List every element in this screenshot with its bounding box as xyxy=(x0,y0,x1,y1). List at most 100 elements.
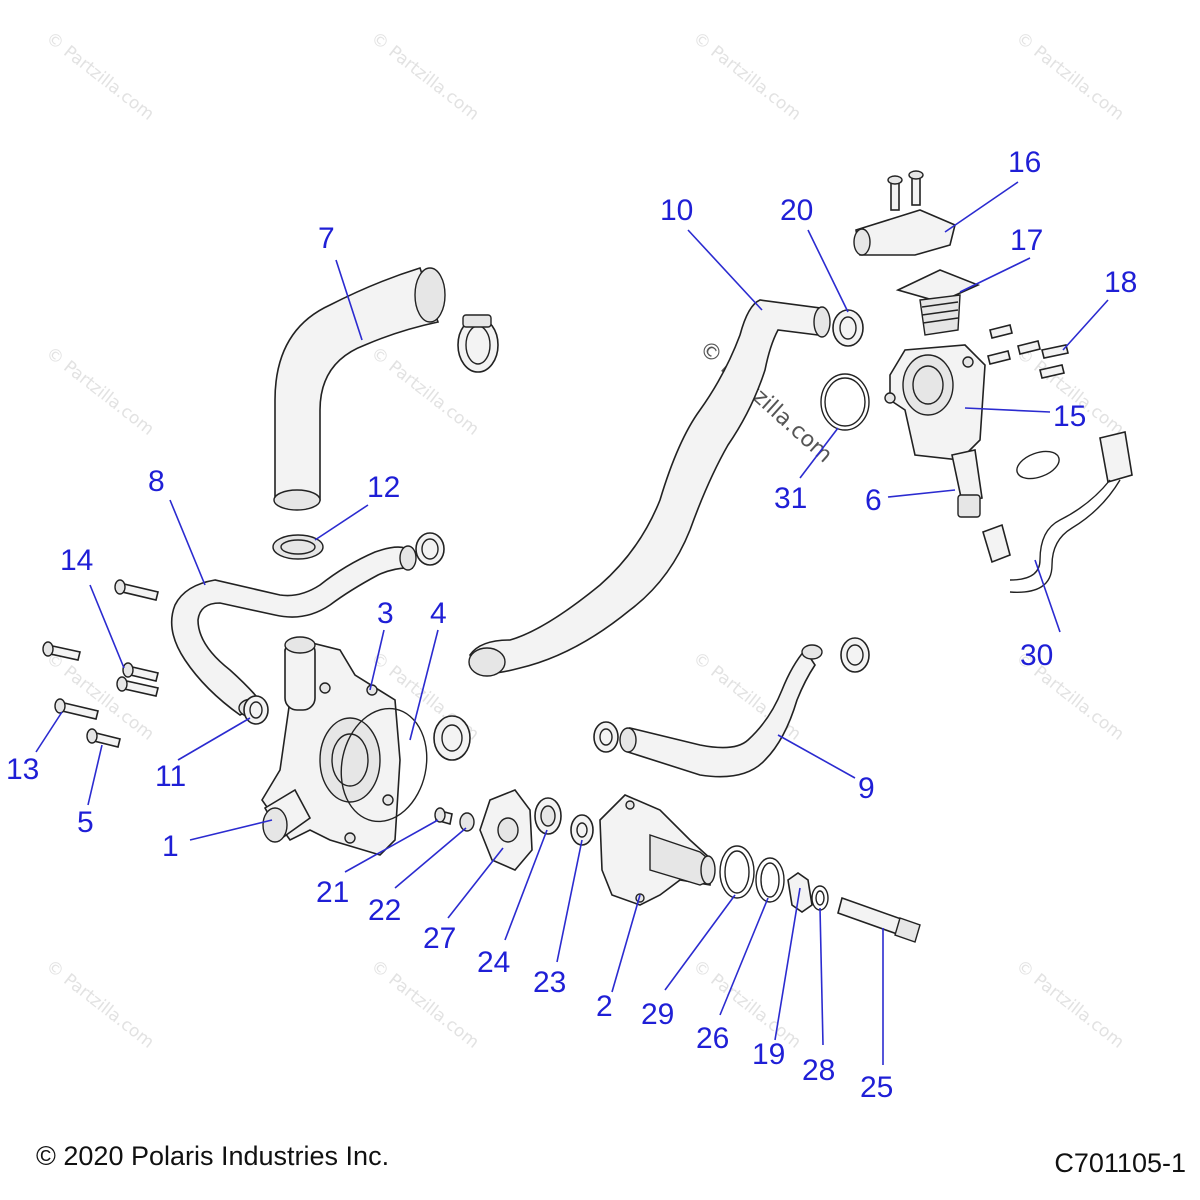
leader-26 xyxy=(719,897,769,1016)
callout-24: 24 xyxy=(477,946,510,979)
part-7-hose xyxy=(273,267,446,511)
leader-27 xyxy=(447,847,504,919)
part-23-washer xyxy=(570,814,594,846)
part-31-oring xyxy=(820,373,870,431)
part-1-housing xyxy=(261,636,401,856)
leader-28 xyxy=(819,907,824,1046)
callout-18: 18 xyxy=(1104,266,1137,299)
callout-27: 27 xyxy=(423,922,456,955)
part-28-ring xyxy=(811,885,829,911)
leader-1 xyxy=(189,819,273,841)
callout-labels: 1 2 3 4 5 6 7 8 9 10 11 12 13 14 15 16 1… xyxy=(6,146,1137,1104)
part-10-hose xyxy=(468,299,831,677)
callout-29: 29 xyxy=(641,998,674,1031)
part-30-harness xyxy=(982,431,1133,593)
leader-12 xyxy=(314,504,369,541)
callout-1: 1 xyxy=(162,830,179,863)
leader-13 xyxy=(35,711,63,753)
callout-4: 4 xyxy=(430,597,447,630)
watermark: © Partzilla.com xyxy=(42,648,158,745)
part-29-ring xyxy=(719,845,755,899)
leader-30 xyxy=(1034,559,1061,633)
drawing-id: C701105-1 xyxy=(1054,1148,1186,1178)
copyright-text: © 2020 Polaris Industries Inc. xyxy=(36,1141,390,1171)
leader-7 xyxy=(335,259,363,341)
callout-23: 23 xyxy=(533,966,566,999)
leader-18 xyxy=(1062,299,1109,351)
callout-17: 17 xyxy=(1010,224,1043,257)
watermark-layer: © Partzilla.com © Partzilla.com © Partzi… xyxy=(42,28,1128,1053)
watermark: © Partzilla.com xyxy=(42,956,158,1053)
leader-9 xyxy=(777,734,856,779)
callout-15: 15 xyxy=(1053,400,1086,433)
clamp-4 xyxy=(433,715,471,761)
leader-4 xyxy=(409,629,439,741)
callout-22: 22 xyxy=(368,894,401,927)
callout-13: 13 xyxy=(6,753,39,786)
callout-16: 16 xyxy=(1008,146,1041,179)
clamp-9a xyxy=(593,721,619,753)
part-12-clamp xyxy=(272,534,324,560)
leader-3 xyxy=(369,629,385,691)
leader-lines xyxy=(35,181,1109,1065)
watermark: © Partzilla.com xyxy=(689,28,805,125)
leader-29 xyxy=(664,894,736,991)
leader-8 xyxy=(169,499,206,586)
callout-3: 3 xyxy=(377,597,394,630)
leader-17 xyxy=(959,257,1031,293)
leader-5 xyxy=(87,744,103,806)
callout-8: 8 xyxy=(148,465,165,498)
part-24-seal xyxy=(534,797,562,835)
callout-19: 19 xyxy=(752,1038,785,1071)
part-2-cover xyxy=(599,794,716,906)
leader-6 xyxy=(887,489,956,498)
leader-23 xyxy=(556,839,583,963)
callout-2: 2 xyxy=(596,990,613,1023)
callout-28: 28 xyxy=(802,1054,835,1087)
callout-11: 11 xyxy=(155,760,186,793)
leader-15 xyxy=(964,407,1051,413)
part-11-clamp xyxy=(243,695,269,725)
part-6-sensor xyxy=(951,449,983,518)
part-20-clamp xyxy=(832,309,864,347)
clamp-9b xyxy=(840,637,870,673)
watermark: © Partzilla.com xyxy=(42,28,158,125)
watermark: © Partzilla.com xyxy=(1012,28,1128,125)
callout-6: 6 xyxy=(865,484,882,517)
callout-10: 10 xyxy=(660,194,693,227)
callout-5: 5 xyxy=(77,806,94,839)
callout-30: 30 xyxy=(1020,639,1053,672)
bolts-left xyxy=(42,579,159,748)
callout-21: 21 xyxy=(316,876,349,909)
leader-19 xyxy=(774,887,801,1041)
callout-31: 31 xyxy=(774,482,807,515)
leader-20 xyxy=(807,229,849,313)
leader-21 xyxy=(344,819,439,873)
watermark: © Partzilla.com xyxy=(367,956,483,1053)
part-18-screws xyxy=(987,324,1069,379)
watermark: © Partzilla.com xyxy=(42,343,158,440)
callout-14: 14 xyxy=(60,544,93,577)
parts-layer xyxy=(42,170,1133,943)
leader-2 xyxy=(611,894,641,993)
clamp-7 xyxy=(457,314,499,373)
leader-24 xyxy=(504,829,548,941)
watermark: © Partzilla.com xyxy=(1012,956,1128,1053)
part-4-oring xyxy=(340,707,428,823)
part-25-shaft xyxy=(837,896,921,943)
callout-12: 12 xyxy=(367,471,400,504)
part-27-impeller xyxy=(479,789,533,871)
part-9-hose xyxy=(619,644,823,778)
callout-25: 25 xyxy=(860,1071,893,1104)
callout-26: 26 xyxy=(696,1022,729,1055)
part-16-cover xyxy=(853,170,956,256)
callout-20: 20 xyxy=(780,194,813,227)
callout-7: 7 xyxy=(318,222,335,255)
part-22-washer xyxy=(459,812,475,832)
leader-16 xyxy=(944,181,1019,233)
leader-22 xyxy=(394,827,467,889)
part-17-thermostat xyxy=(895,269,981,336)
clamp-8 xyxy=(415,532,445,566)
leader-11 xyxy=(177,717,251,761)
part-15-housing xyxy=(884,344,986,461)
